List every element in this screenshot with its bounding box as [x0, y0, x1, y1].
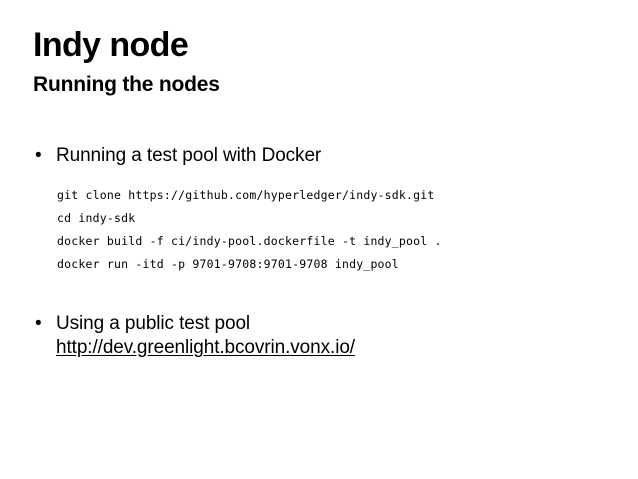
- page-subtitle: Running the nodes: [33, 73, 220, 96]
- bullet-label: Using a public test pool: [56, 313, 251, 334]
- bullet-group-docker: • Running a test pool with Docker git cl…: [33, 144, 613, 276]
- bullet-dot-icon: •: [35, 313, 42, 334]
- code-line: docker run -itd -p 9701-9708:9701-9708 i…: [57, 257, 399, 271]
- code-line: git clone https://github.com/hyperledger…: [57, 188, 435, 202]
- code-line: cd indy-sdk: [57, 211, 136, 225]
- bullet-dot-icon: •: [35, 145, 42, 166]
- list-item: • Using a public test pool http://dev.gr…: [33, 312, 613, 359]
- code-block: git clone https://github.com/hyperledger…: [57, 184, 613, 276]
- slide-body: • Running a test pool with Docker git cl…: [33, 144, 613, 359]
- bullet-label: Running a test pool with Docker: [56, 145, 322, 166]
- code-line: docker build -f ci/indy-pool.dockerfile …: [57, 234, 442, 248]
- list-item: • Running a test pool with Docker: [33, 144, 613, 167]
- page-title: Indy node: [33, 26, 189, 64]
- bullet-group-public-pool: • Using a public test pool http://dev.gr…: [33, 312, 613, 359]
- link-row: http://dev.greenlight.bcovrin.vonx.io/: [56, 336, 613, 359]
- public-test-pool-link[interactable]: http://dev.greenlight.bcovrin.vonx.io/: [56, 337, 355, 358]
